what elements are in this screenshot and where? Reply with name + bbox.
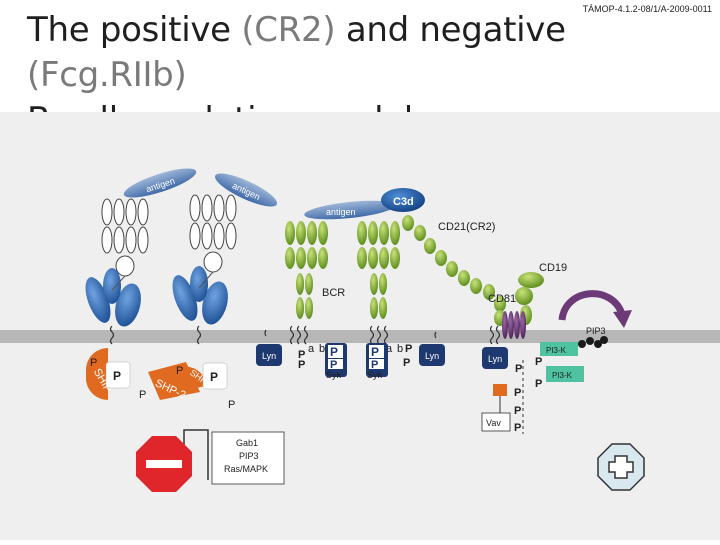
bcr-label: BCR xyxy=(322,287,345,299)
vav-label: Vav xyxy=(486,418,501,428)
cd19-p-6: P xyxy=(514,422,521,434)
vav-adapter xyxy=(493,384,507,396)
syk-kinase-1: P P Syk xyxy=(325,343,347,380)
bcr-p-4: P xyxy=(403,357,410,369)
syk-label-2: Syk xyxy=(367,370,383,380)
cd19-p-4: P xyxy=(514,387,521,399)
tm-coils-left xyxy=(109,325,267,345)
lyn-kinase-2: Lyn xyxy=(419,344,445,366)
bcr-p-2: P xyxy=(298,359,305,371)
circular-arrow-icon xyxy=(558,290,632,328)
shp-p-1: P xyxy=(176,365,183,377)
title-fcgr: (Fcg.RIIb) xyxy=(27,55,187,95)
pip3-cluster: PIP3 xyxy=(578,326,608,348)
pi3k-2: PI3-K xyxy=(546,366,584,382)
left-p-2: P xyxy=(139,389,146,401)
inhibition-line xyxy=(183,429,209,480)
lyn-kinase-1: Lyn xyxy=(256,344,282,366)
cd19-p-1: P xyxy=(515,363,522,375)
ig-beta-label-2: b xyxy=(397,343,403,355)
ship-p: P xyxy=(113,369,121,383)
stop-sign-icon xyxy=(136,436,192,492)
cd19-p-5: P xyxy=(514,405,521,417)
plus-cross-icon xyxy=(597,443,645,491)
title-cr2: (CR2) xyxy=(241,10,336,50)
gab1-label: Gab1 xyxy=(236,438,258,448)
pi3k-label-1: PI3-K xyxy=(546,346,567,355)
title-part3: and negative xyxy=(335,10,566,50)
pip3-label: PIP3 xyxy=(586,326,606,336)
pi3k-1: PI3-K xyxy=(540,342,578,356)
ig-alpha-label-2: a xyxy=(386,343,393,355)
syk-p-1a: P xyxy=(330,345,338,359)
antigen-label-3: antigen xyxy=(326,207,356,217)
header: TÁMOP-4.1.2-08/1/A-2009-0011 The positiv… xyxy=(0,0,720,140)
regulation-diagram: antigen antigen antigen C3d xyxy=(0,168,720,492)
bcr-phospho-labels: P P P P xyxy=(298,343,412,371)
fcgr-receptor-1 xyxy=(101,198,149,277)
syk-p-1b: P xyxy=(330,359,337,371)
cd81-receptor xyxy=(502,311,526,339)
syk-p-2b: P xyxy=(371,359,378,371)
c3d-molecule: C3d xyxy=(381,188,425,212)
lyn-kinase-3: Lyn xyxy=(482,347,508,369)
fcgr-receptor-2 xyxy=(189,194,237,273)
lyn-label-3: Lyn xyxy=(488,354,502,364)
pip3-label-2: PIP3 xyxy=(239,451,259,461)
bcr-p-3: P xyxy=(405,343,412,355)
gab1-box: Gab1 PIP3 Ras/MAPK xyxy=(211,431,285,485)
cd21-label: CD21(CR2) xyxy=(438,221,495,233)
reference-code: TÁMOP-4.1.2-08/1/A-2009-0011 xyxy=(582,4,712,14)
antigen-3: antigen xyxy=(304,200,396,220)
cd19-label: CD19 xyxy=(539,262,567,274)
shp-p-3: P xyxy=(228,399,235,411)
bcr-p-1: P xyxy=(298,349,305,361)
syk-kinase-2: P P Syk xyxy=(366,343,388,380)
cell-membrane xyxy=(0,330,720,343)
syk-p-2a: P xyxy=(371,345,379,359)
cd19-p-3: P xyxy=(535,378,542,390)
cd81-label: CD81 xyxy=(488,293,516,305)
ship-phosphatase: SHIP P xyxy=(86,347,131,401)
cd19-p-2: P xyxy=(535,356,542,368)
ig-beta-label-1: b xyxy=(319,343,325,355)
lyn-label-2: Lyn xyxy=(425,351,439,361)
left-p-1: P xyxy=(90,357,97,369)
lyn-label-1: Lyn xyxy=(262,351,276,361)
bcr-right xyxy=(357,221,400,319)
pi3k-label-2: PI3-K xyxy=(552,371,573,380)
ras-mapk-label: Ras/MAPK xyxy=(224,464,268,474)
vav-protein: Vav xyxy=(481,412,511,432)
bcr-left xyxy=(285,221,328,319)
cd19-receptor xyxy=(515,272,544,325)
fcgr-blue-domains-1 xyxy=(85,268,141,327)
antigen-1: antigen xyxy=(123,168,197,198)
syk-label-1: Syk xyxy=(326,370,342,380)
shp-p-box: P xyxy=(202,362,228,390)
cd19-phospho-chain: P P P P P P xyxy=(514,356,542,434)
receptor-stalks xyxy=(111,271,214,291)
c3d-label: C3d xyxy=(393,196,414,208)
tm-coils-middle xyxy=(289,325,501,345)
fcgr-blue-domains-2 xyxy=(172,266,228,325)
ig-alpha-label-1: a xyxy=(308,343,315,355)
diagram-area: antigen antigen antigen C3d xyxy=(0,112,720,540)
shp-p-2: P xyxy=(210,370,218,384)
title-part1: The positive xyxy=(27,10,242,50)
